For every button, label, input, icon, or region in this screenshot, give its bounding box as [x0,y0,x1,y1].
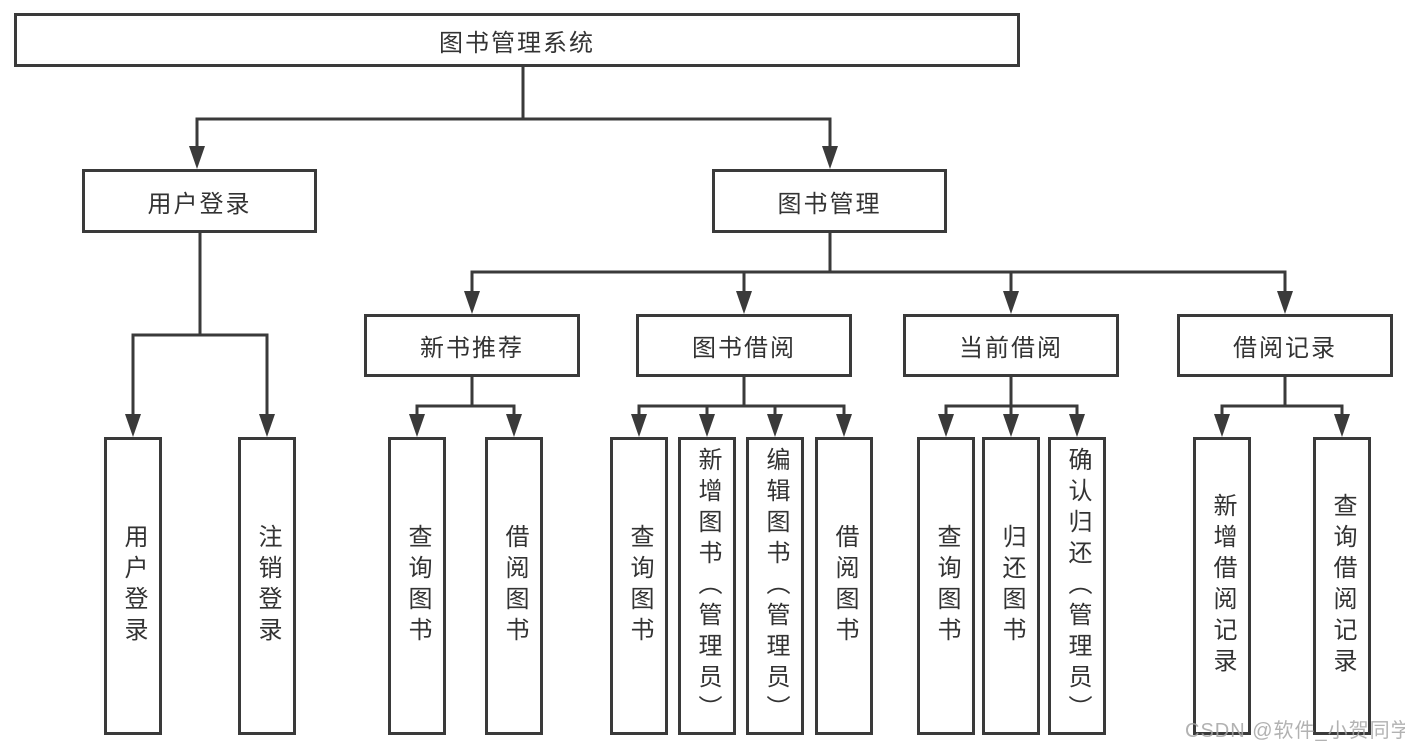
leaf-borrow-add-admin: 新增图书（管理员） [678,437,736,735]
leaf-current-query-label: 查询图书 [933,524,960,648]
leaf-user-login-label: 用户登录 [120,524,147,648]
leaf-borrow-query: 查询图书 [610,437,668,735]
leaf-logout: 注销登录 [238,437,296,735]
watermark: CSDN @软件_小贺同学 [1185,720,1405,742]
connector-userlogin-to-leaves [125,231,275,437]
leaf-query-borrow-record-label: 查询借阅记录 [1329,493,1356,679]
leaf-newbook-query: 查询图书 [388,437,446,735]
connector-borrowrecord-to-leaves [1214,375,1350,437]
leaf-current-query: 查询图书 [917,437,975,735]
leaf-user-login: 用户登录 [104,437,162,735]
leaf-borrow-book-label: 借阅图书 [831,524,858,648]
leaf-borrow-edit-admin: 编辑图书（管理员） [746,437,804,735]
leaf-newbook-query-label: 查询图书 [404,524,431,648]
connector-bookmgmt-to-level3 [464,231,1293,314]
connector-root-to-level2 [189,65,838,169]
leaf-add-borrow-record: 新增借阅记录 [1193,437,1251,735]
node-library-system: 图书管理系统 [14,13,1020,67]
node-book-borrow-label: 图书借阅 [692,335,796,362]
node-user-login-label: 用户登录 [147,190,252,218]
leaf-logout-label: 注销登录 [254,524,281,648]
node-new-book-recommend-label: 新书推荐 [420,335,524,362]
leaf-confirm-return-admin-label: 确认归还（管理员） [1064,446,1091,726]
leaf-return-book-label: 归还图书 [998,524,1025,648]
connector-bookborrow-to-leaves [631,375,852,437]
node-borrow-record-label: 借阅记录 [1233,335,1337,362]
connector-currentborrow-to-leaves [938,375,1085,437]
node-user-login: 用户登录 [82,169,317,233]
node-current-borrow-label: 当前借阅 [959,335,1063,362]
leaf-return-book: 归还图书 [982,437,1040,735]
leaf-query-borrow-record: 查询借阅记录 [1313,437,1371,735]
node-book-borrow: 图书借阅 [636,314,852,377]
leaf-borrow-book: 借阅图书 [815,437,873,735]
node-new-book-recommend: 新书推荐 [364,314,580,377]
leaf-add-borrow-record-label: 新增借阅记录 [1209,493,1236,679]
leaf-confirm-return-admin: 确认归还（管理员） [1048,437,1106,735]
node-library-system-label: 图书管理系统 [439,29,595,57]
node-current-borrow: 当前借阅 [903,314,1119,377]
leaf-borrow-edit-admin-label: 编辑图书（管理员） [762,446,789,726]
node-borrow-record: 借阅记录 [1177,314,1393,377]
leaf-borrow-query-label: 查询图书 [626,524,653,648]
leaf-newbook-borrow: 借阅图书 [485,437,543,735]
node-book-management-label: 图书管理 [777,190,882,218]
leaf-borrow-add-admin-label: 新增图书（管理员） [694,446,721,726]
node-book-management: 图书管理 [712,169,947,233]
connector-newbook-to-leaves [409,375,522,437]
leaf-newbook-borrow-label: 借阅图书 [501,524,528,648]
